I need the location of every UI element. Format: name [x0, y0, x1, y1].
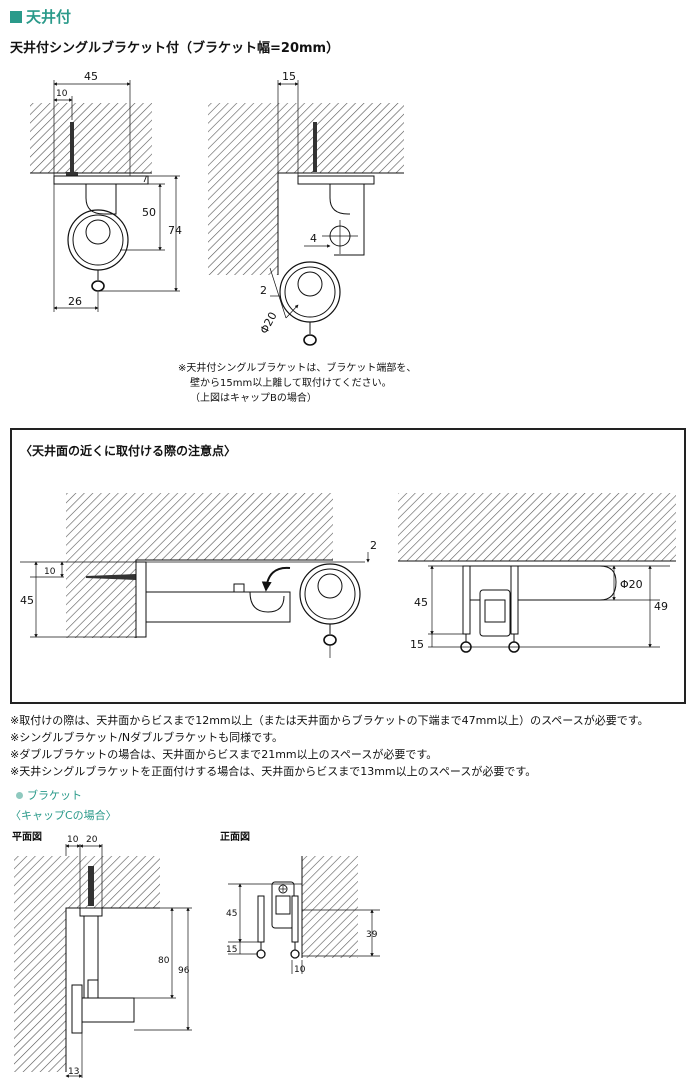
- wall-ceiling-hatch: [14, 856, 160, 1072]
- dim-39: 39: [366, 930, 378, 940]
- dim-2: 2: [260, 284, 267, 297]
- bracket-heading: ブラケット: [16, 787, 82, 803]
- dim-10: 10: [56, 89, 68, 99]
- hook-ring-icon: [290, 949, 300, 959]
- dim-10: 10: [294, 965, 306, 975]
- dim-phi20: Φ20: [258, 310, 280, 336]
- screw-icon: [70, 122, 74, 172]
- requirements-list: ※取付けの際は、天井面からビスまで12mm以上（または天井面からブラケットの下端…: [10, 712, 649, 780]
- requirement-item: ※ダブルブラケットの場合は、天井面からビスまで21mm以上のスペースが必要です。: [10, 748, 438, 761]
- screw-icon: [313, 122, 317, 172]
- wall-ceiling-hatch: [208, 103, 404, 275]
- dim-20: 20: [86, 835, 98, 845]
- section-title: 天井付: [10, 6, 71, 27]
- requirement-item: ※取付けの際は、天井面からビスまで12mm以上（または天井面からブラケットの下端…: [10, 714, 649, 727]
- dim-15: 15: [282, 70, 296, 83]
- front-view-label: 正面図: [220, 832, 250, 843]
- screw-icon: [86, 574, 136, 580]
- bullet-dot-icon: [16, 792, 23, 799]
- dim-10: 10: [44, 567, 56, 577]
- caution-right-diagram: 45 15 Φ20 49: [398, 493, 676, 653]
- bracket-front-diagram: 45 15 10 39: [226, 856, 380, 975]
- dim-96: 96: [178, 966, 190, 976]
- dim-45: 45: [226, 909, 237, 919]
- dim-50: 50: [142, 206, 156, 219]
- dim-phi20: Φ20: [620, 578, 643, 591]
- plan-view-label: 平面図: [12, 832, 42, 843]
- screw-head-icon: [278, 884, 288, 894]
- top-left-diagram: 45 10 7 50 74 26: [30, 70, 182, 312]
- top-note: ※天井付シングルブラケットは、ブラケット端部を、 壁から15mm以上離して取付け…: [178, 363, 417, 404]
- dim-2: 2: [370, 539, 377, 552]
- caution-left-diagram: 10 45 2: [20, 493, 377, 658]
- dim-45: 45: [20, 594, 34, 607]
- dim-80: 80: [158, 956, 170, 966]
- page-subtitle: 天井付シングルブラケット付（ブラケット幅=20mm）: [10, 41, 340, 56]
- hook-ring-icon: [256, 949, 266, 959]
- dim-49: 49: [654, 600, 668, 613]
- ceiling-hatch: [398, 493, 676, 561]
- dim-26: 26: [68, 295, 82, 308]
- square-marker-icon: [10, 11, 22, 23]
- caution-box: [10, 428, 686, 704]
- requirement-item: ※天井シングルブラケットを正面付けする場合は、天井面からビスまで13mm以上のス…: [10, 765, 537, 778]
- requirement-item: ※シングルブラケット/Nダブルブラケットも同様です。: [10, 731, 284, 744]
- dim-15: 15: [410, 638, 424, 651]
- ceiling-hatch: [66, 493, 333, 638]
- top-right-diagram: 15 4 2 Φ20: [208, 70, 404, 346]
- rotate-arrow-icon: [261, 566, 291, 592]
- dim-45: 45: [84, 70, 98, 83]
- hook-ring-icon: [303, 334, 317, 346]
- dim-7: 7: [142, 175, 148, 185]
- dim-45: 45: [414, 596, 428, 609]
- hook-ring-icon: [91, 280, 105, 292]
- caution-title: 〈天井面の近くに取付ける際の注意点〉: [20, 444, 237, 458]
- wall-hatch: [302, 856, 358, 958]
- dim-10: 10: [67, 835, 79, 845]
- screw-icon: [88, 866, 94, 906]
- dim-13: 13: [68, 1067, 79, 1077]
- bracket-plan-diagram: 10 20 80 96 13: [14, 835, 192, 1078]
- dim-4: 4: [310, 232, 317, 245]
- ceiling-hatch: [30, 103, 152, 173]
- dim-15: 15: [226, 945, 237, 955]
- dim-74: 74: [168, 224, 182, 237]
- cap-c-label: 〈キャップCの場合〉: [10, 809, 117, 822]
